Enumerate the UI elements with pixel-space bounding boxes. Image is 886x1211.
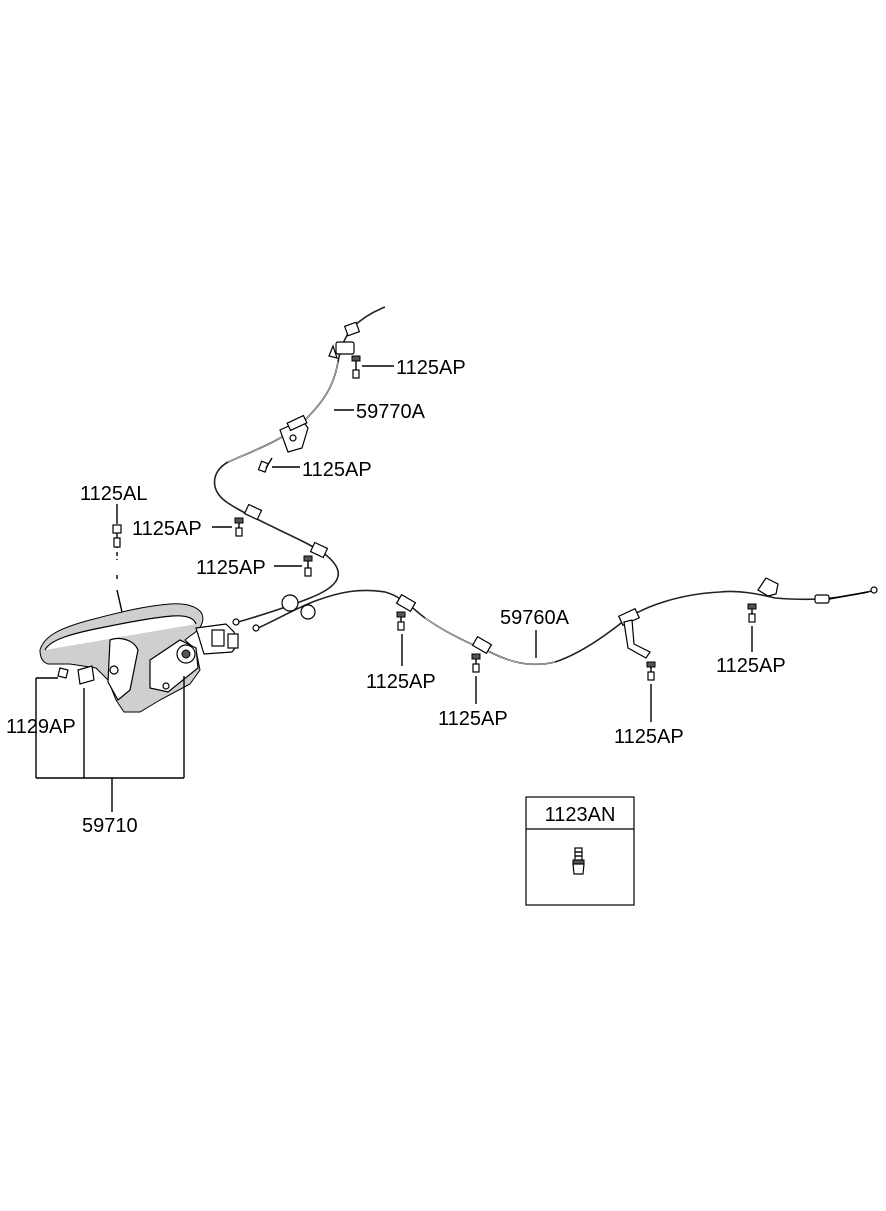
label-59760a: 59760A bbox=[500, 607, 570, 629]
label-59770a: 59770A bbox=[356, 401, 426, 423]
bolt-icon bbox=[257, 457, 273, 473]
screw-icon bbox=[572, 847, 585, 875]
legend-box: 1123AN bbox=[525, 796, 635, 906]
label-1125ap-top: 1125AP bbox=[396, 357, 466, 379]
leader-lines bbox=[35, 365, 753, 812]
bolt-icon bbox=[351, 355, 361, 379]
label-1125ap-lower: 1125AP bbox=[132, 518, 202, 540]
cable-front-59770a bbox=[213, 306, 386, 626]
bolt-icon bbox=[747, 603, 757, 623]
bolt-icon bbox=[303, 555, 313, 577]
label-1125al: 1125AL bbox=[80, 483, 147, 505]
cable-rear-59760a bbox=[252, 577, 878, 666]
label-1125ap-rear-a: 1125AP bbox=[366, 671, 436, 693]
lever-assembly-59710 bbox=[39, 603, 239, 713]
label-1129ap: 1129AP bbox=[6, 716, 76, 738]
label-1125ap-mid: 1125AP bbox=[302, 459, 372, 481]
label-59710: 59710 bbox=[82, 815, 138, 837]
label-1125ap-junction: 1125AP bbox=[196, 557, 266, 579]
bolt-icon bbox=[471, 653, 481, 673]
bolt-icon bbox=[112, 524, 122, 548]
label-1125ap-rear-c: 1125AP bbox=[614, 726, 684, 748]
bolt-icon bbox=[396, 611, 406, 631]
label-1125ap-rear-b: 1125AP bbox=[438, 708, 508, 730]
bolt-icon bbox=[646, 661, 656, 681]
bolt-icon bbox=[234, 517, 244, 537]
label-1123an: 1123AN bbox=[545, 804, 616, 826]
label-1125ap-rear-end: 1125AP bbox=[716, 655, 786, 677]
